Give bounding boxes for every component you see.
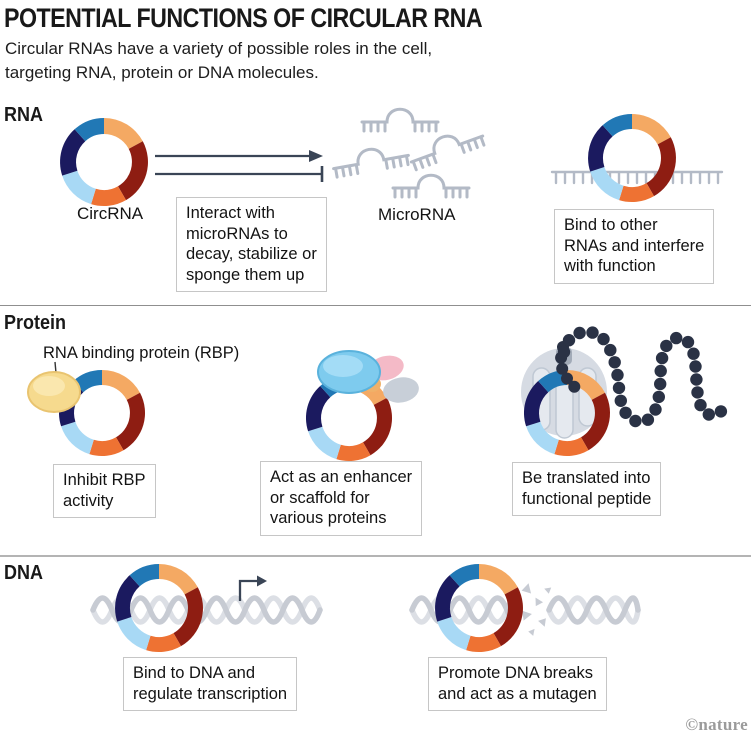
peptide-chain [555, 326, 728, 428]
dna-helix [90, 595, 323, 625]
microrna-icon [391, 173, 471, 199]
dna-helix-broken [409, 595, 641, 625]
bind-other-rnas-box: Bind to other RNAs and interfere with fu… [554, 209, 715, 284]
inhibit-rbp-box: Inhibit RBP activity [53, 464, 156, 518]
subtitle: Circular RNAs have a variety of possible… [5, 39, 433, 82]
inhibition-arrow-icon [155, 166, 324, 182]
dna-breaks-box: Promote DNA breaks and act as a mutagen [428, 657, 607, 711]
arrow-icon [155, 150, 323, 162]
section-header-dna: DNA [4, 562, 44, 584]
interact-microrna-box: Interact with microRNAs to decay, stabil… [176, 197, 327, 292]
protein-blobs [317, 350, 419, 403]
divider-protein [0, 305, 751, 306]
transcription-arrow-icon [238, 575, 267, 601]
rna-strand [550, 170, 724, 185]
rbp-label: RNA binding protein (RBP) [43, 344, 240, 362]
circrna-label: CircRNA [77, 204, 144, 223]
circrna-ring-dna-bind [115, 564, 203, 653]
section-header-protein: Protein [4, 312, 67, 334]
section-header-rna: RNA [4, 104, 44, 126]
microrna-icon [409, 134, 486, 172]
microrna-icon [360, 107, 440, 133]
microrna-icon [332, 147, 410, 179]
page-title: POTENTIAL FUNCTIONS OF CIRCULAR RNA [4, 3, 483, 33]
rbp-blob [27, 361, 81, 413]
enhancer-scaffold-box: Act as an enhancer or scaffold for vario… [260, 461, 423, 536]
microrna-label: MicroRNA [378, 205, 456, 224]
circrna-ring-main [60, 118, 148, 207]
divider-dna [0, 555, 751, 557]
circrna-ring-translate [523, 369, 611, 456]
translated-peptide-box: Be translated into functional peptide [512, 462, 662, 516]
bind-dna-box: Bind to DNA and regulate transcription [123, 657, 298, 711]
circrna-ring-dna-break [435, 564, 523, 653]
nature-credit: ©nature [685, 715, 748, 734]
circrna-ring-bind-rna [588, 114, 676, 203]
dna-break-shards [521, 583, 552, 636]
